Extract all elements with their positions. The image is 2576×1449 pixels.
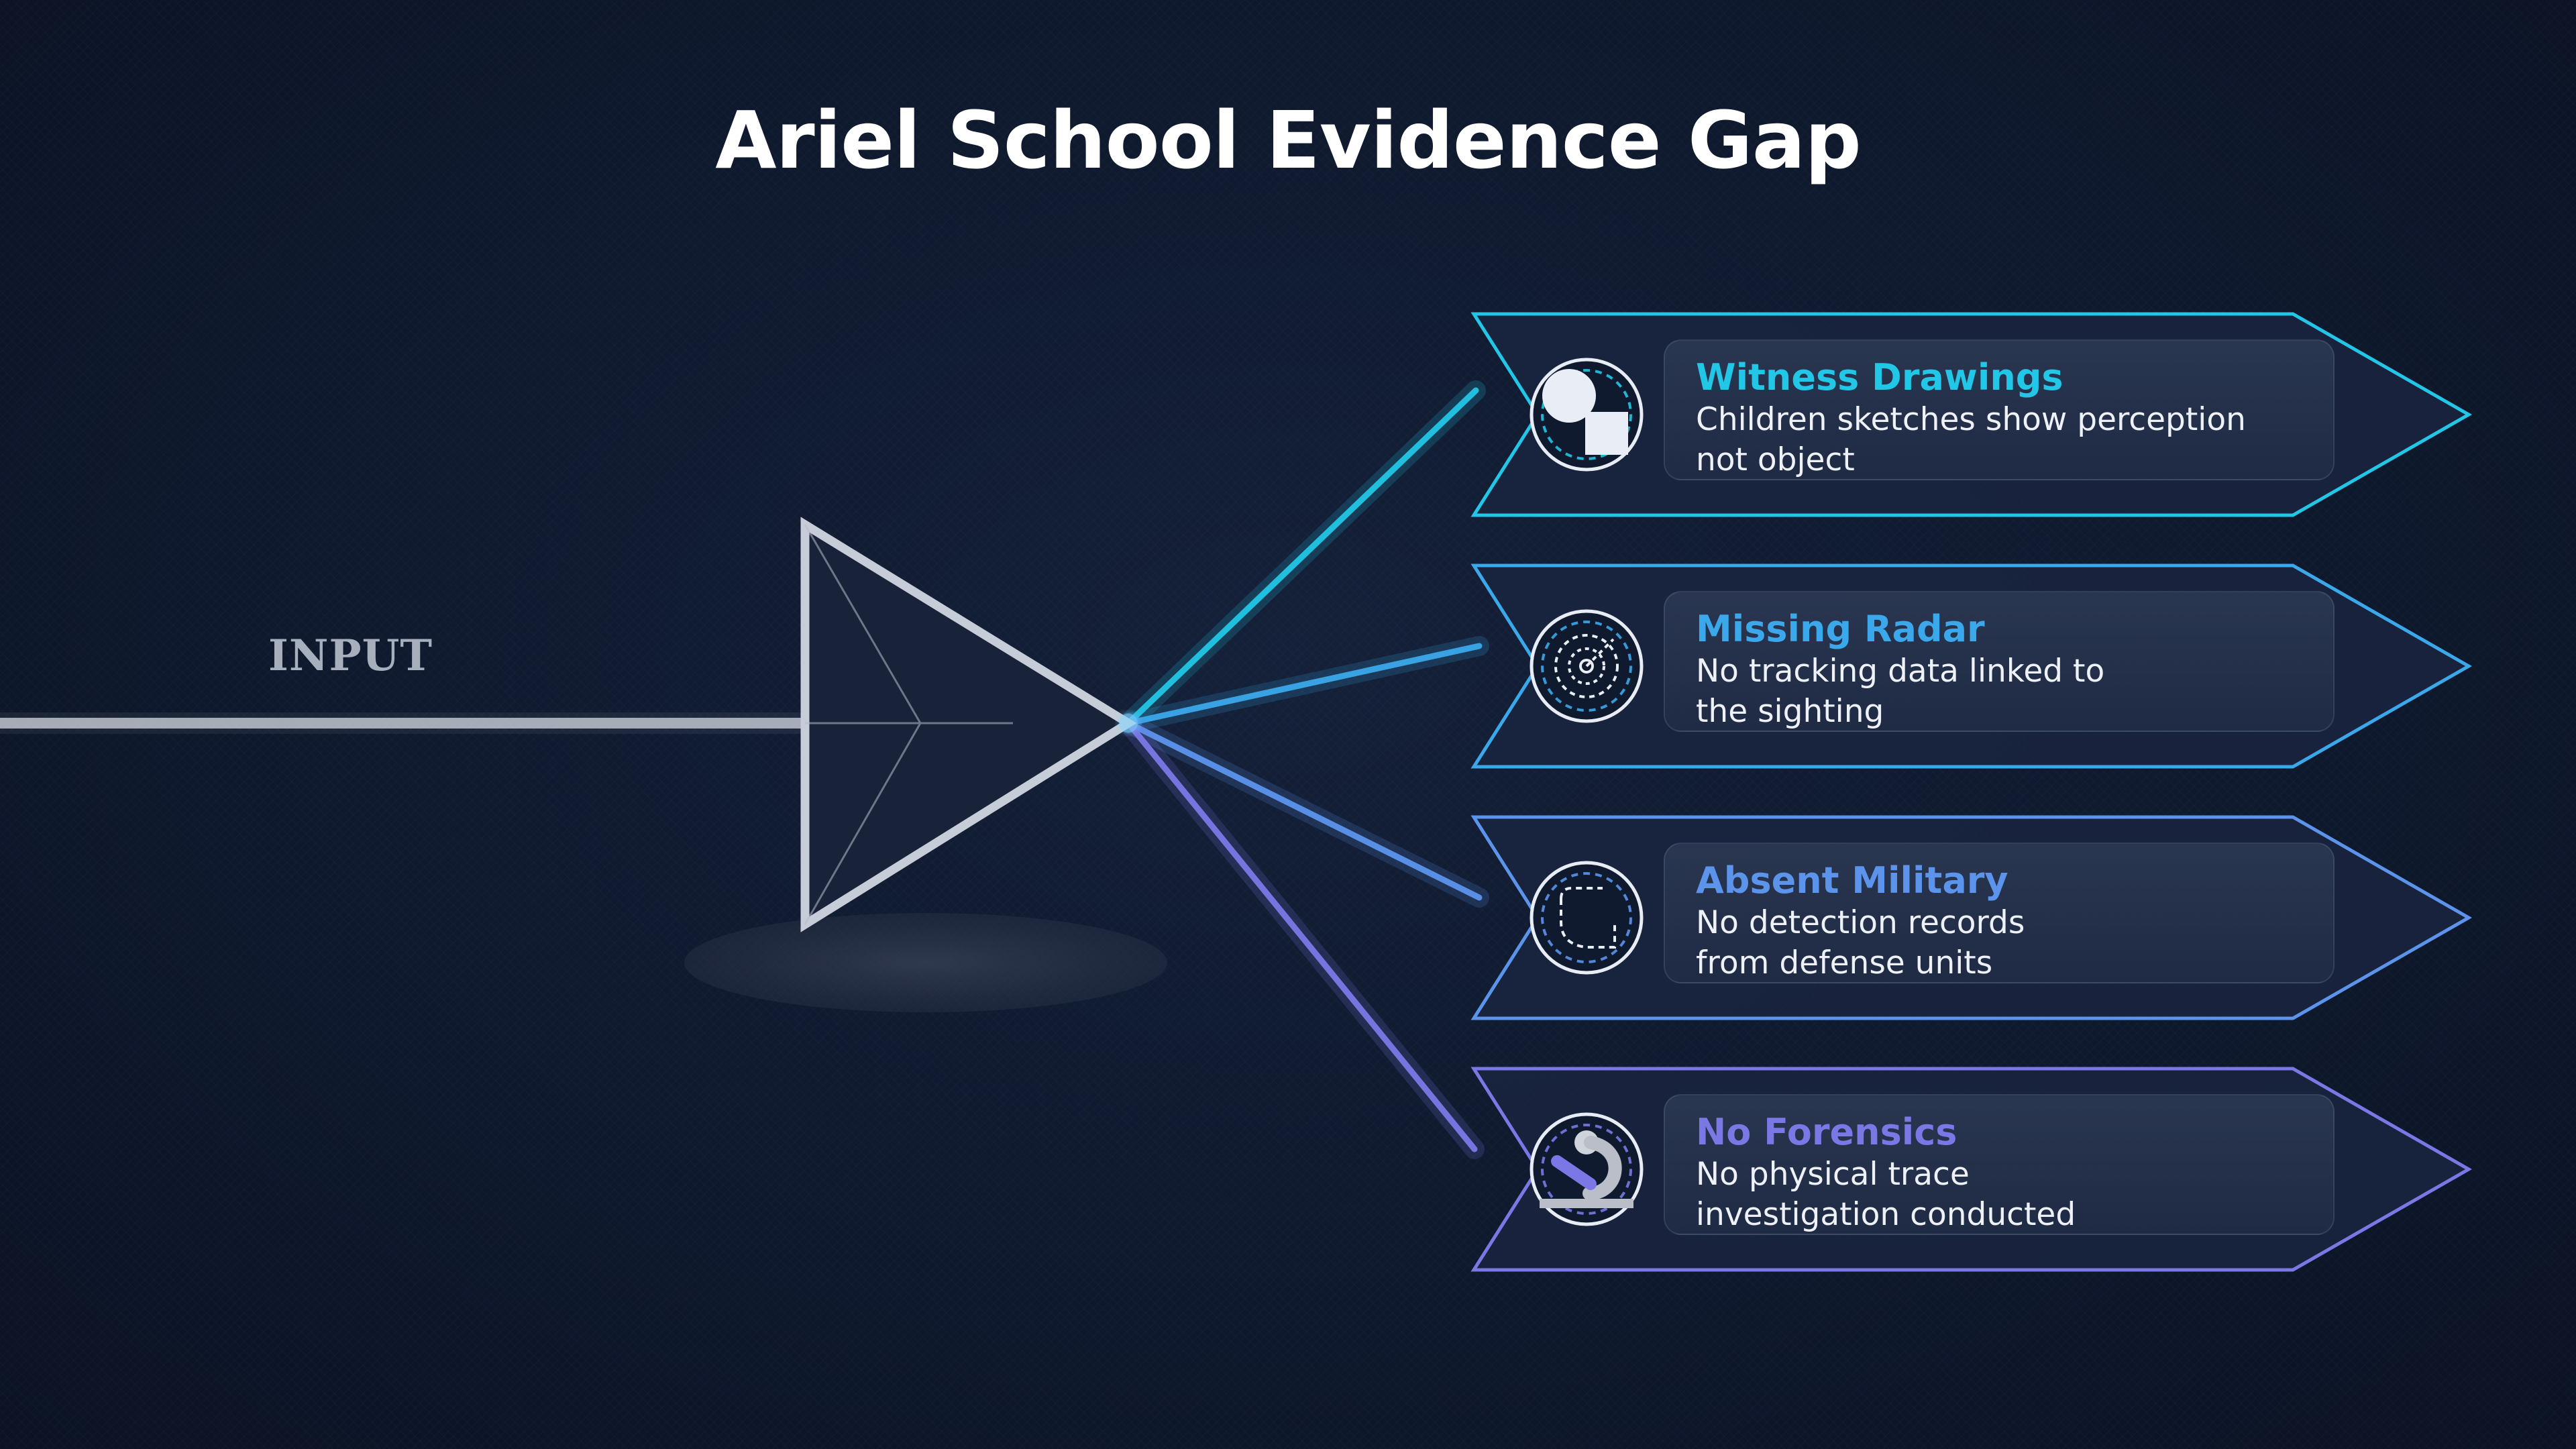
output-description: No tracking data linked to the sighting [1696, 653, 2105, 730]
beam-1 [1125, 387, 1479, 727]
beam-4 [1125, 720, 1478, 1152]
shield-icon [1529, 861, 1644, 975]
input-beam [0, 718, 805, 729]
microscope-icon [1529, 1112, 1644, 1226]
page-title: Ariel School Evidence Gap [715, 94, 1862, 186]
output-title: Missing Radar [1696, 608, 1985, 650]
output-description: No detection records from defense units [1696, 904, 2025, 981]
radar-icon [1529, 609, 1644, 723]
beam-2 [1125, 643, 1483, 727]
prism [800, 517, 1137, 932]
input-label: INPUT [268, 631, 433, 681]
output-title: Absent Military [1696, 859, 2008, 902]
output-beams [1118, 380, 1489, 1159]
beam-focus-point [1119, 714, 1138, 733]
output-description: Children sketches show perception not ob… [1696, 401, 2246, 478]
shapes-icon [1529, 358, 1644, 472]
output-title: No Forensics [1696, 1111, 1957, 1153]
output-description: No physical trace investigation conducte… [1696, 1156, 2076, 1233]
beam-3 [1125, 720, 1483, 901]
prism-shadow [684, 913, 1167, 1012]
output-title: Witness Drawings [1696, 356, 2063, 398]
